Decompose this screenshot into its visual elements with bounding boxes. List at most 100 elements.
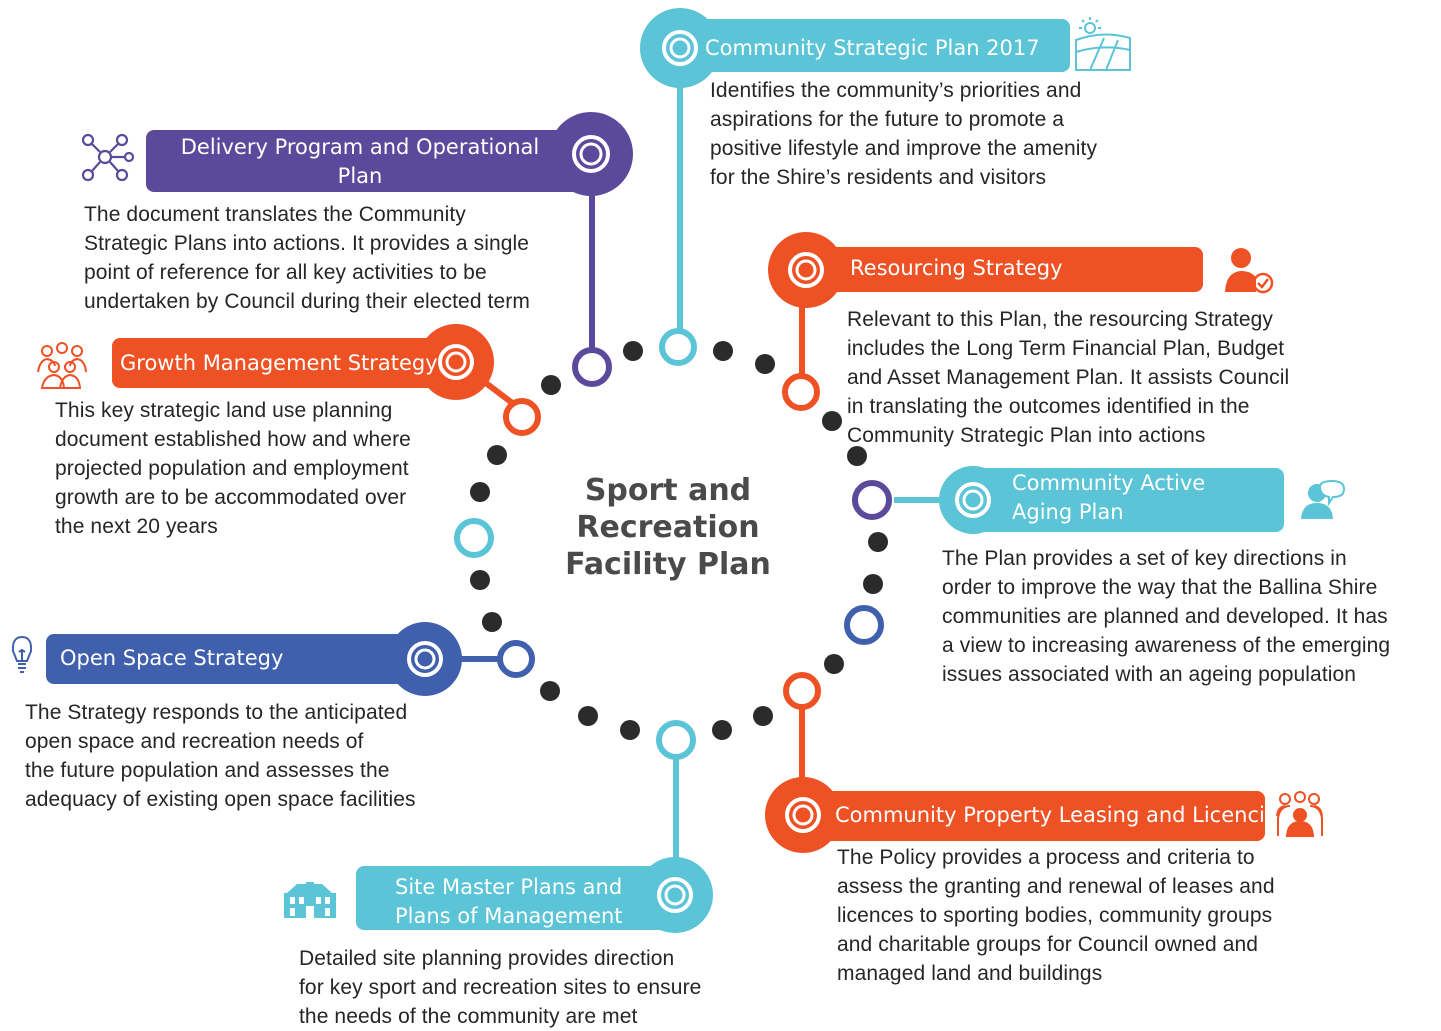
description-line: The document translates the Community bbox=[84, 203, 466, 226]
network-icon bbox=[81, 133, 135, 182]
delivery-program-label: Delivery Program and Operational Plan bbox=[180, 133, 540, 191]
pill-growth bbox=[112, 338, 462, 388]
ring-dot bbox=[713, 341, 733, 361]
description-line: projected population and employment bbox=[55, 457, 409, 480]
description-line: open space and recreation needs of bbox=[25, 730, 364, 753]
pill-delivery-program bbox=[146, 130, 596, 192]
community-people-icon bbox=[1276, 791, 1323, 837]
ring-dot bbox=[755, 354, 775, 374]
node-delivery-program bbox=[572, 347, 612, 387]
ring-dot bbox=[578, 706, 598, 726]
community-strategic-plan-label: Community Strategic Plan 2017 bbox=[705, 34, 1040, 63]
label-line: Aging Plan bbox=[1012, 500, 1124, 524]
description-line: Detailed site planning provides directio… bbox=[299, 947, 675, 970]
description-line: The Plan provides a set of key direction… bbox=[942, 547, 1347, 570]
pill-site-master bbox=[356, 866, 686, 930]
badge-ring-inner bbox=[664, 884, 686, 906]
label-line: Growth Management Strategy bbox=[120, 351, 438, 375]
user-check-icon bbox=[1225, 248, 1274, 294]
badge-ring bbox=[662, 30, 698, 66]
ring-dot bbox=[712, 720, 732, 740]
lightbulb-icon bbox=[11, 635, 33, 673]
description-line: the future population and assesses the bbox=[25, 759, 390, 782]
badge-ring-inner bbox=[579, 142, 603, 166]
label-line: Plan bbox=[337, 164, 383, 188]
ring-dot bbox=[847, 446, 867, 466]
ring-dot bbox=[470, 482, 490, 502]
delivery-program-description: The document translates the Community St… bbox=[84, 200, 530, 316]
badge-ring bbox=[657, 877, 693, 913]
description-line: and Asset Management Plan. It assists Co… bbox=[847, 366, 1290, 389]
badge-ring-inner bbox=[445, 351, 467, 373]
node-growth bbox=[503, 398, 541, 436]
description-line: Relevant to this Plan, the resourcing St… bbox=[847, 308, 1273, 331]
ring-nodes bbox=[454, 328, 892, 760]
node-property-leasing bbox=[783, 672, 821, 710]
pill-community-strategic bbox=[664, 19, 1070, 72]
site-master-plans-description: Detailed site planning provides directio… bbox=[299, 944, 701, 1031]
ring-dot bbox=[822, 411, 842, 431]
description-line: Strategic Plans into actions. It provide… bbox=[84, 232, 530, 255]
pill-property-leasing bbox=[790, 791, 1265, 841]
ring-dot bbox=[623, 341, 643, 361]
node-community-strategic bbox=[659, 328, 697, 366]
description-line: The Strategy responds to the anticipated bbox=[25, 701, 408, 724]
description-line: Community Strategic Plan into actions bbox=[847, 424, 1206, 447]
description-line: issues associated with an ageing populat… bbox=[942, 663, 1357, 686]
description-line: the needs of the community are met bbox=[299, 1005, 638, 1028]
badge-ring bbox=[955, 482, 991, 518]
people-group-icon bbox=[37, 342, 87, 389]
open-space-description: The Strategy responds to the anticipated… bbox=[25, 698, 416, 814]
label-line: Resourcing Strategy bbox=[850, 256, 1063, 280]
growth-management-description: This key strategic land use planning doc… bbox=[55, 396, 411, 541]
description-line: document established how and where bbox=[55, 428, 411, 451]
active-aging-description: The Plan provides a set of key direction… bbox=[942, 544, 1390, 689]
description-line: aspirations for the future to promote a bbox=[710, 108, 1065, 131]
description-line: and charitable groups for Council owned … bbox=[837, 933, 1259, 956]
badge-ring bbox=[785, 797, 821, 833]
landscape-sun-icon bbox=[1075, 17, 1131, 71]
description-line: licences to sporting bodies, community g… bbox=[837, 904, 1273, 927]
badge-ring-inner bbox=[792, 804, 814, 826]
description-line: the next 20 years bbox=[55, 515, 218, 538]
badge-ring bbox=[438, 344, 474, 380]
badge-ring-inner bbox=[669, 37, 691, 59]
node-resourcing bbox=[782, 373, 820, 411]
description-line: point of reference for all key activitie… bbox=[84, 261, 487, 284]
description-line: includes the Long Term Financial Plan, B… bbox=[847, 337, 1285, 360]
description-line: managed land and buildings bbox=[837, 962, 1103, 985]
label-line: Site Master Plans and bbox=[395, 875, 623, 899]
title-line: Sport and bbox=[584, 473, 752, 508]
building-icon bbox=[284, 882, 336, 918]
diagram-title: Sport and Recreation Facility Plan bbox=[548, 472, 788, 583]
description-line: growth are to be accommodated over bbox=[55, 486, 407, 509]
person-speech-icon bbox=[1301, 479, 1346, 519]
ring-dot bbox=[824, 654, 844, 674]
label-line: Community Active bbox=[1012, 471, 1206, 495]
description-line: communities are planned and developed. I… bbox=[942, 605, 1388, 628]
description-line: adequacy of existing open space faciliti… bbox=[25, 788, 416, 811]
ring-dot bbox=[753, 706, 773, 726]
pill-active-aging bbox=[966, 468, 1284, 532]
open-space-label: Open Space Strategy bbox=[60, 644, 283, 673]
label-line: Delivery Program and Operational bbox=[180, 135, 540, 159]
node-teal-left bbox=[454, 518, 494, 558]
title-line: Facility Plan bbox=[565, 547, 771, 582]
description-line: a view to increasing awareness of the em… bbox=[942, 634, 1391, 657]
label-badges bbox=[46, 8, 1284, 933]
label-line: Open Space Strategy bbox=[60, 646, 284, 670]
badge-ring-inner bbox=[962, 489, 984, 511]
badge-ring bbox=[572, 135, 610, 173]
badge-ring bbox=[788, 252, 824, 288]
description-line: The Policy provides a process and criter… bbox=[837, 846, 1255, 869]
description-line: undertaken by Council during their elect… bbox=[84, 290, 530, 313]
community-strategic-plan-description: Identifies the community’s priorities an… bbox=[710, 76, 1097, 192]
label-line: Community Strategic Plan 2017 bbox=[705, 36, 1040, 60]
resourcing-strategy-label: Resourcing Strategy bbox=[850, 254, 1063, 283]
description-line: for the Shire’s residents and visitors bbox=[710, 166, 1047, 189]
ring-dot bbox=[482, 612, 502, 632]
description-line: This key strategic land use planning bbox=[55, 399, 393, 422]
description-line: in translating the outcomes identified i… bbox=[847, 395, 1250, 418]
ring-dot bbox=[470, 570, 490, 590]
